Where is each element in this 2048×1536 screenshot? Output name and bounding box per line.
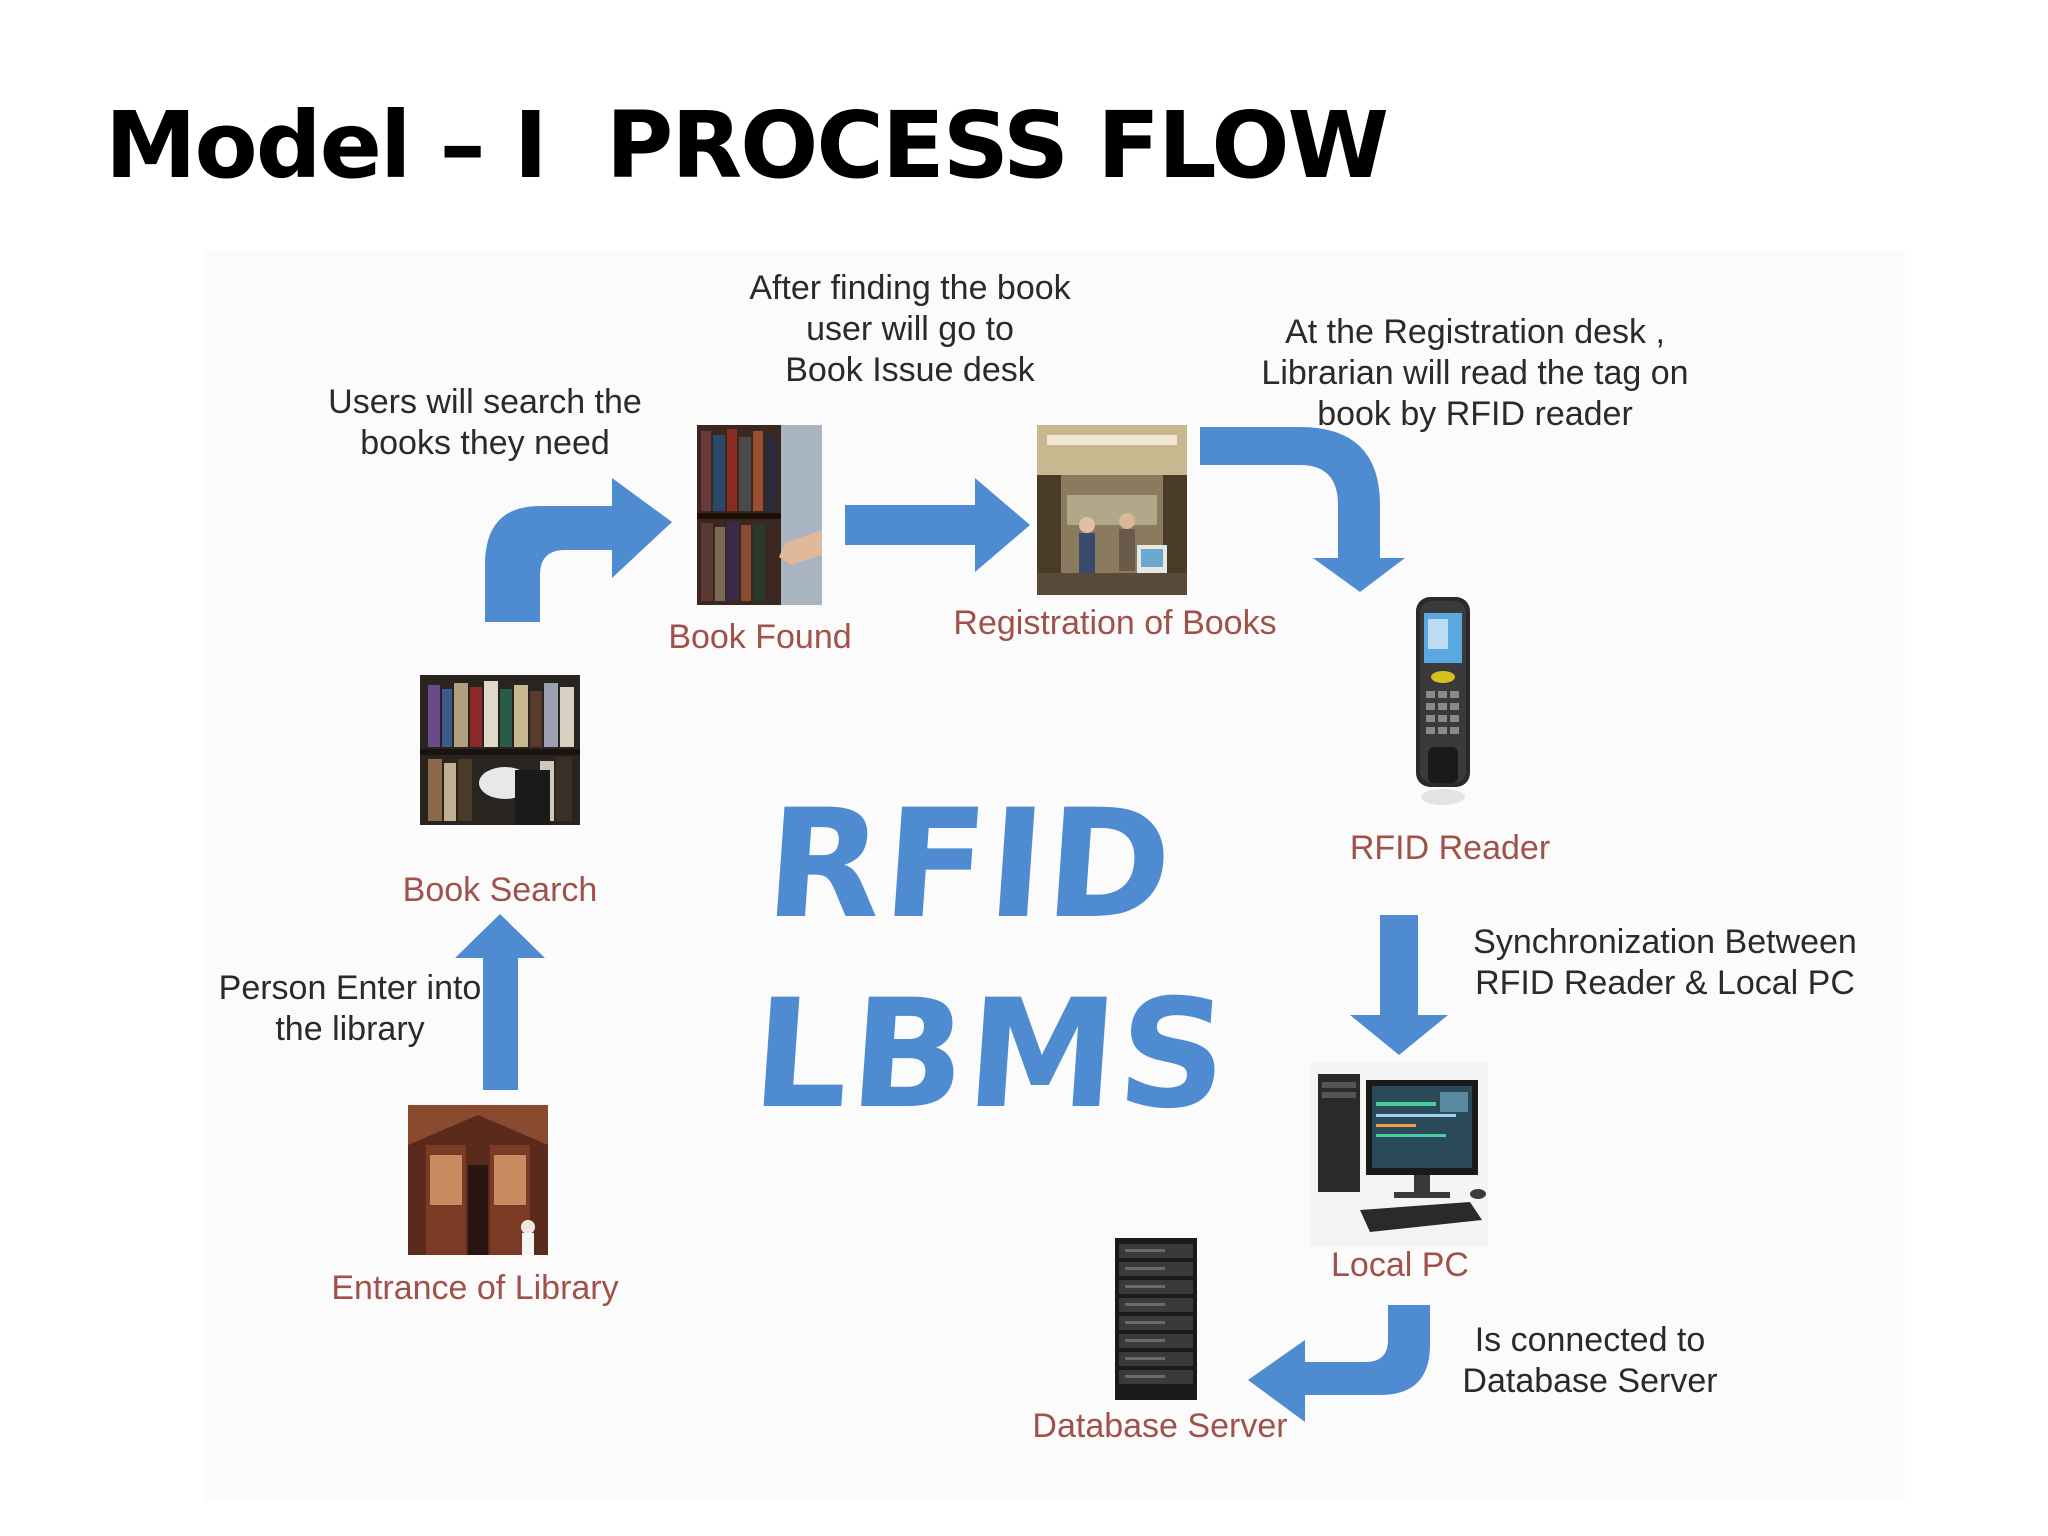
server-rack-icon <box>1115 1238 1197 1400</box>
caption-connected: Is connected to Database Server <box>1462 1321 1718 1400</box>
arrow-registration-to-reader <box>1200 427 1405 592</box>
caption-found: After finding the book user will go to B… <box>749 269 1071 389</box>
rfid-lbms-heading: RFID LBMS <box>747 778 1235 1142</box>
handheld-rfid-reader-icon <box>1416 597 1470 805</box>
node-label-database-server: Database Server <box>1032 1407 1288 1445</box>
arrow-search-to-found <box>485 478 672 622</box>
arrow-entrance-to-search <box>455 914 545 1090</box>
node-label-book-found: Book Found <box>668 618 852 656</box>
desktop-pc-icon <box>1310 1062 1488 1247</box>
node-label-entrance: Entrance of Library <box>331 1269 619 1307</box>
node-label-local-pc: Local PC <box>1331 1246 1469 1284</box>
node-label-registration: Registration of Books <box>953 604 1277 642</box>
library-entrance-photo <box>408 1105 548 1255</box>
arrow-pc-to-server <box>1248 1305 1430 1422</box>
caption-registration: At the Registration desk , Librarian wil… <box>1261 313 1689 433</box>
bookshelf-photo <box>697 425 822 605</box>
node-label-rfid-reader: RFID Reader <box>1349 829 1551 867</box>
caption-search: Users will search the books they need <box>328 383 642 462</box>
arrow-found-to-registration <box>845 478 1030 572</box>
arrow-reader-to-pc <box>1350 915 1448 1055</box>
book-search-photo <box>420 675 580 825</box>
node-label-book-search: Book Search <box>402 871 598 909</box>
caption-sync: Synchronization Between RFID Reader & Lo… <box>1473 923 1857 1002</box>
slide-title: Model – I PROCESS FLOW <box>105 92 1389 199</box>
registration-desk-photo <box>1037 425 1187 595</box>
caption-enter: Person Enter into the library <box>218 969 482 1048</box>
